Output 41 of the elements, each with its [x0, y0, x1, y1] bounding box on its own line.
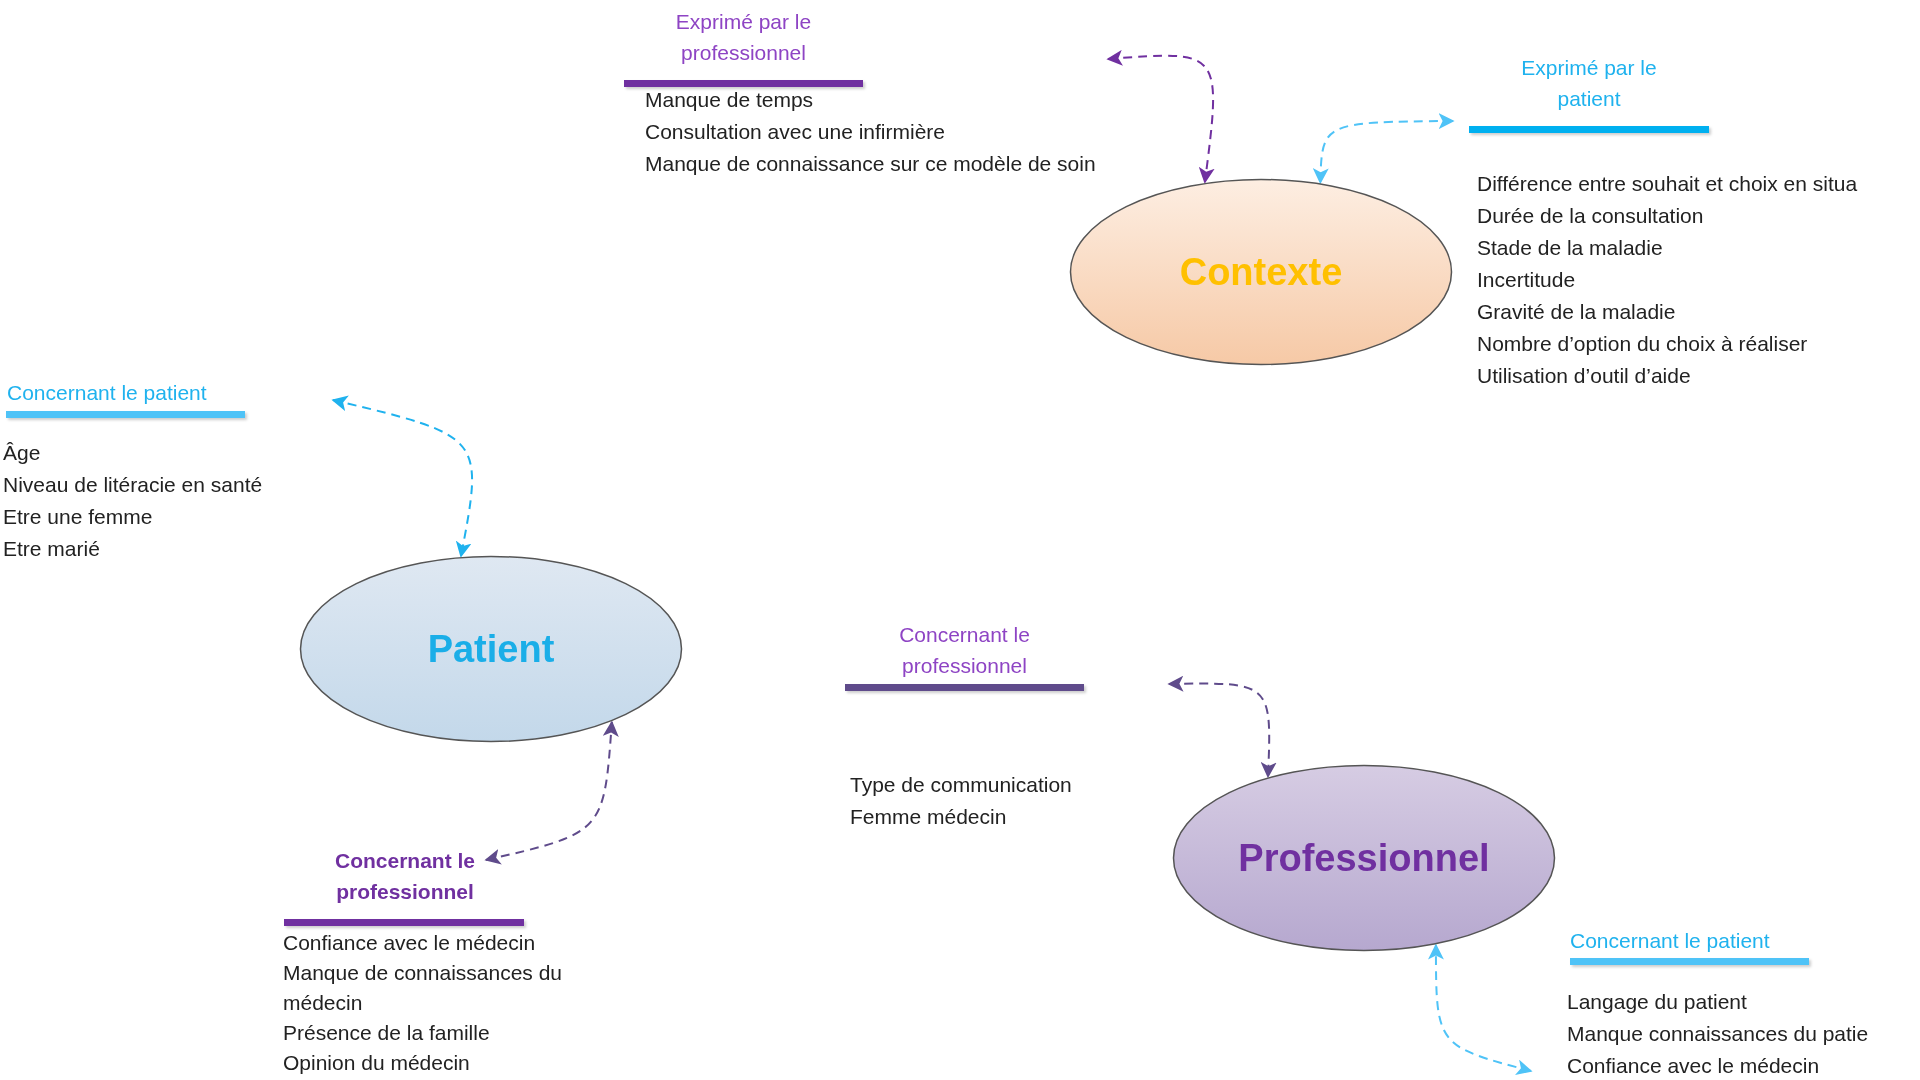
node-title: Patient — [427, 627, 555, 671]
node-title: Professionnel — [1238, 836, 1490, 880]
factor-text: Consultation avec une infirmière — [645, 119, 945, 145]
factor-text: Type de communication — [850, 772, 1072, 798]
factor-text: Utilisation d’outil d’aide — [1477, 363, 1691, 389]
factor-text: Différence entre souhait et choix en situa — [1477, 171, 1858, 197]
factor-text: Confiance avec le médecin — [1567, 1053, 1820, 1079]
factor-text: Incertitude — [1477, 267, 1576, 293]
factor-text: Manque de connaissance sur ce modèle de soin — [645, 151, 1096, 177]
double-arrow — [1167, 675, 1277, 779]
factor-text: Stade de la maladie — [1477, 235, 1663, 261]
factor-text: Manque connaissances du patie — [1567, 1021, 1869, 1047]
factor-text: Manque de connaissances du médecin — [283, 960, 564, 1016]
factor-text: Présence de la famille — [283, 1020, 490, 1046]
double-arrow — [1427, 943, 1533, 1076]
factor-text: Nombre d’option du choix à réaliser — [1477, 331, 1808, 357]
group-heading: Concernant le professionnel — [330, 845, 480, 907]
ellipse-node — [1069, 178, 1453, 366]
factor-text: Manque de temps — [645, 87, 814, 113]
group-heading: Concernant le patient — [7, 380, 208, 406]
factor-text: Etre marié — [3, 536, 100, 562]
group-heading: Concernant le professionnel — [898, 622, 1031, 679]
factor-text: Âge — [3, 440, 41, 466]
factor-text: Confiance avec le médecin — [283, 930, 536, 956]
group-heading: Exprimé par le professionnel — [674, 9, 813, 66]
factor-text: Gravité de la maladie — [1477, 299, 1676, 325]
group-heading: Exprimé par le patient — [1520, 55, 1658, 112]
double-arrow — [331, 395, 473, 558]
ellipse-node — [1172, 764, 1556, 952]
group-heading: Concernant le patient — [1570, 928, 1771, 954]
factor-text: Langage du patient — [1567, 989, 1747, 1015]
ellipse-node — [299, 555, 683, 743]
factor-text: Opinion du médecin — [283, 1050, 470, 1076]
factor-text: Durée de la consultation — [1477, 203, 1704, 229]
node-title: Contexte — [1179, 250, 1343, 294]
factor-text: Niveau de litéracie en santé — [3, 472, 263, 498]
double-arrow — [1106, 49, 1215, 184]
double-arrow — [484, 720, 619, 865]
factor-text: Etre une femme — [3, 504, 153, 530]
double-arrow — [1312, 113, 1455, 185]
factor-text: Femme médecin — [850, 804, 1007, 830]
